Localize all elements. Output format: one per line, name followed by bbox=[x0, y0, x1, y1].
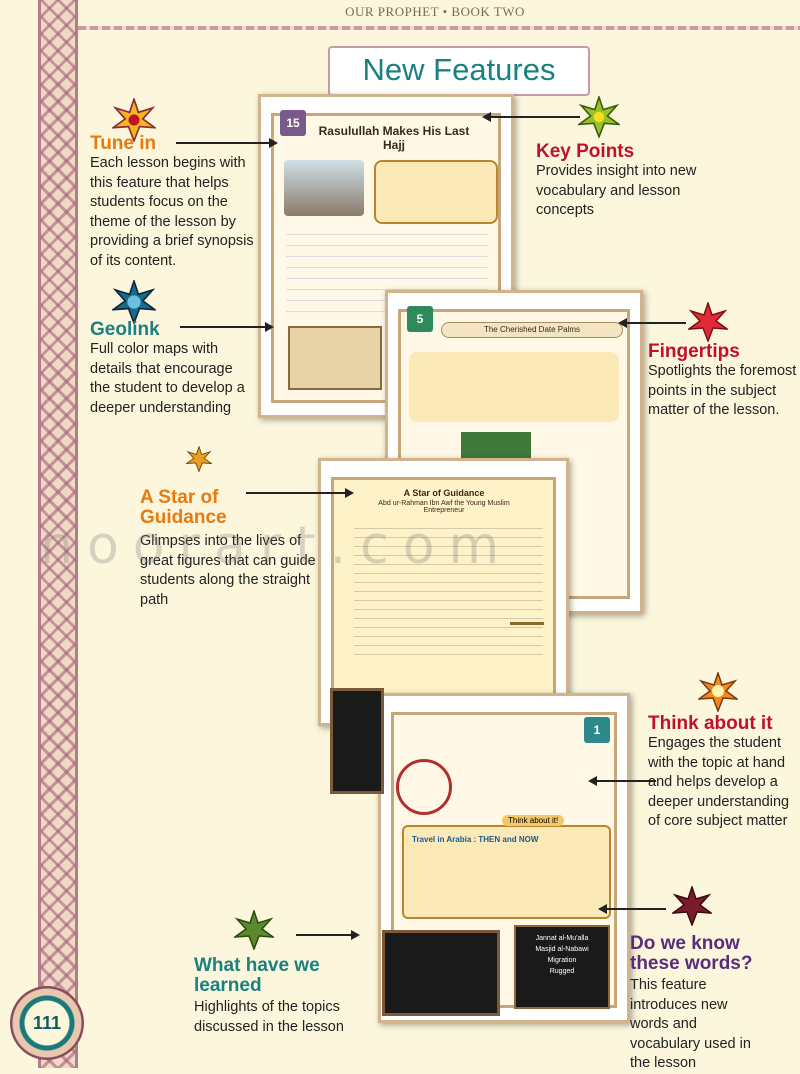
words-arrow bbox=[598, 904, 666, 914]
think-badge: Think about it! bbox=[502, 815, 565, 826]
vocab-word-2: Masjid al-Nabawi bbox=[535, 946, 589, 953]
geolink-map bbox=[288, 326, 382, 390]
fingertips-box bbox=[409, 352, 619, 422]
thumbnail-frame: 1 Travel in Arabia : THEN and NOW Think … bbox=[391, 712, 617, 1009]
fingertips-arrow bbox=[618, 318, 686, 328]
what-learned-arrow bbox=[296, 930, 360, 940]
feature-title: Think about it bbox=[648, 713, 773, 734]
vocab-word-1: Jannat al-Mu'alla bbox=[535, 935, 589, 942]
feature-tune-in: Tune in Each lesson begins with this fea… bbox=[90, 134, 256, 271]
feature-think-about-it: Think about it Engages the student with … bbox=[648, 714, 800, 832]
feature-description: Engages the student with the topic at ha… bbox=[648, 735, 790, 829]
stamp-seal bbox=[396, 759, 452, 815]
travel-title: Travel in Arabia : THEN and NOW bbox=[412, 835, 539, 844]
lesson-number-badge: 1 bbox=[584, 717, 610, 743]
mountain-photo bbox=[284, 160, 364, 216]
lesson-number-badge: 5 bbox=[407, 306, 433, 332]
fingertips-star-icon bbox=[688, 302, 728, 342]
tune-in-box bbox=[374, 160, 498, 224]
scales-image bbox=[510, 592, 544, 625]
title-box: New Features bbox=[328, 46, 590, 96]
geolink-arrow bbox=[180, 322, 274, 332]
biography-text bbox=[354, 520, 543, 660]
star-arrow bbox=[246, 488, 354, 498]
feature-description: Glimpses into the lives of great figures… bbox=[140, 533, 316, 608]
feature-title: Geolink bbox=[90, 319, 160, 340]
page-number: 111 bbox=[32, 1012, 62, 1033]
geolink-globe-icon bbox=[112, 280, 156, 324]
running-header: OUR PROPHET • BOOK TWO bbox=[345, 4, 525, 19]
decorative-border bbox=[38, 0, 78, 1068]
tune-in-arrow bbox=[176, 138, 278, 148]
key-points-arrow bbox=[482, 112, 580, 122]
think-lightbulb-star-icon bbox=[698, 672, 738, 712]
thumbnail-subtitle: Abd ur-Rahman Ibn Awf the Young Muslim E… bbox=[378, 500, 510, 514]
what-learned-star-icon bbox=[234, 910, 274, 950]
page-title: New Features bbox=[362, 52, 556, 87]
vocab-chalkboard: Jannat al-Mu'alla Masjid al-Nabawi Migra… bbox=[514, 925, 610, 1009]
feature-star-of-guidance: A Star of Guidance Glimpses into the liv… bbox=[140, 488, 320, 610]
thumbnail-title: The Cherished Date Palms bbox=[441, 322, 623, 338]
words-star-icon bbox=[672, 886, 712, 926]
summary-chalkboard-thumb-4 bbox=[382, 930, 500, 1016]
feature-description: This feature introduces new words and vo… bbox=[630, 977, 751, 1071]
think-about-it-box: Travel in Arabia : THEN and NOW bbox=[402, 825, 611, 919]
lesson-number-badge: 15 bbox=[280, 110, 306, 136]
watermark: noorart.com bbox=[40, 516, 514, 576]
feature-what-learned: What have we learned Highlights of the t… bbox=[194, 956, 354, 1037]
think-arrow bbox=[588, 776, 656, 786]
feature-title: Tune in bbox=[90, 133, 157, 154]
feature-title: A Star of Guidance bbox=[140, 487, 227, 528]
thumbnail-title: A Star of Guidance bbox=[403, 488, 485, 498]
feature-key-points: Key Points Provides insight into new voc… bbox=[536, 142, 704, 221]
feature-description: Spotlights the foremost points in the su… bbox=[648, 363, 797, 418]
feature-description: Full color maps with details that encour… bbox=[90, 341, 245, 416]
top-border-line bbox=[78, 26, 800, 30]
thumbnail-frame: A Star of Guidance Abd ur-Rahman Ibn Awf… bbox=[331, 477, 556, 711]
feature-description: Each lesson begins with this feature tha… bbox=[90, 155, 254, 269]
guidance-star-icon bbox=[186, 446, 212, 472]
feature-description: Highlights of the topics discussed in th… bbox=[194, 999, 344, 1035]
thumbnail-title: Rasulullah Makes His Last Hajj bbox=[318, 124, 470, 152]
feature-title: Key Points bbox=[536, 141, 635, 162]
lesson-thumbnail-star: A Star of Guidance Abd ur-Rahman Ibn Awf… bbox=[318, 458, 569, 726]
page-number-medallion: 111 bbox=[10, 986, 84, 1060]
feature-do-we-know-words: Do we know these words? This feature int… bbox=[630, 934, 770, 1074]
tune-in-star-icon bbox=[112, 98, 156, 142]
feature-description: Provides insight into new vocabulary and… bbox=[536, 163, 697, 218]
feature-geolink: Geolink Full color maps with details tha… bbox=[90, 320, 256, 418]
key-points-star-icon bbox=[578, 96, 620, 138]
feature-fingertips: Fingertips Spotlights the foremost point… bbox=[648, 342, 800, 421]
feature-title: What have we learned bbox=[194, 955, 320, 996]
feature-title: Do we know these words? bbox=[630, 933, 753, 974]
summary-chalkboard-thumb-3 bbox=[330, 688, 384, 794]
feature-title: Fingertips bbox=[648, 341, 740, 362]
vocab-word-3: Migration bbox=[547, 957, 577, 964]
vocab-word-4: Rugged bbox=[549, 968, 575, 975]
